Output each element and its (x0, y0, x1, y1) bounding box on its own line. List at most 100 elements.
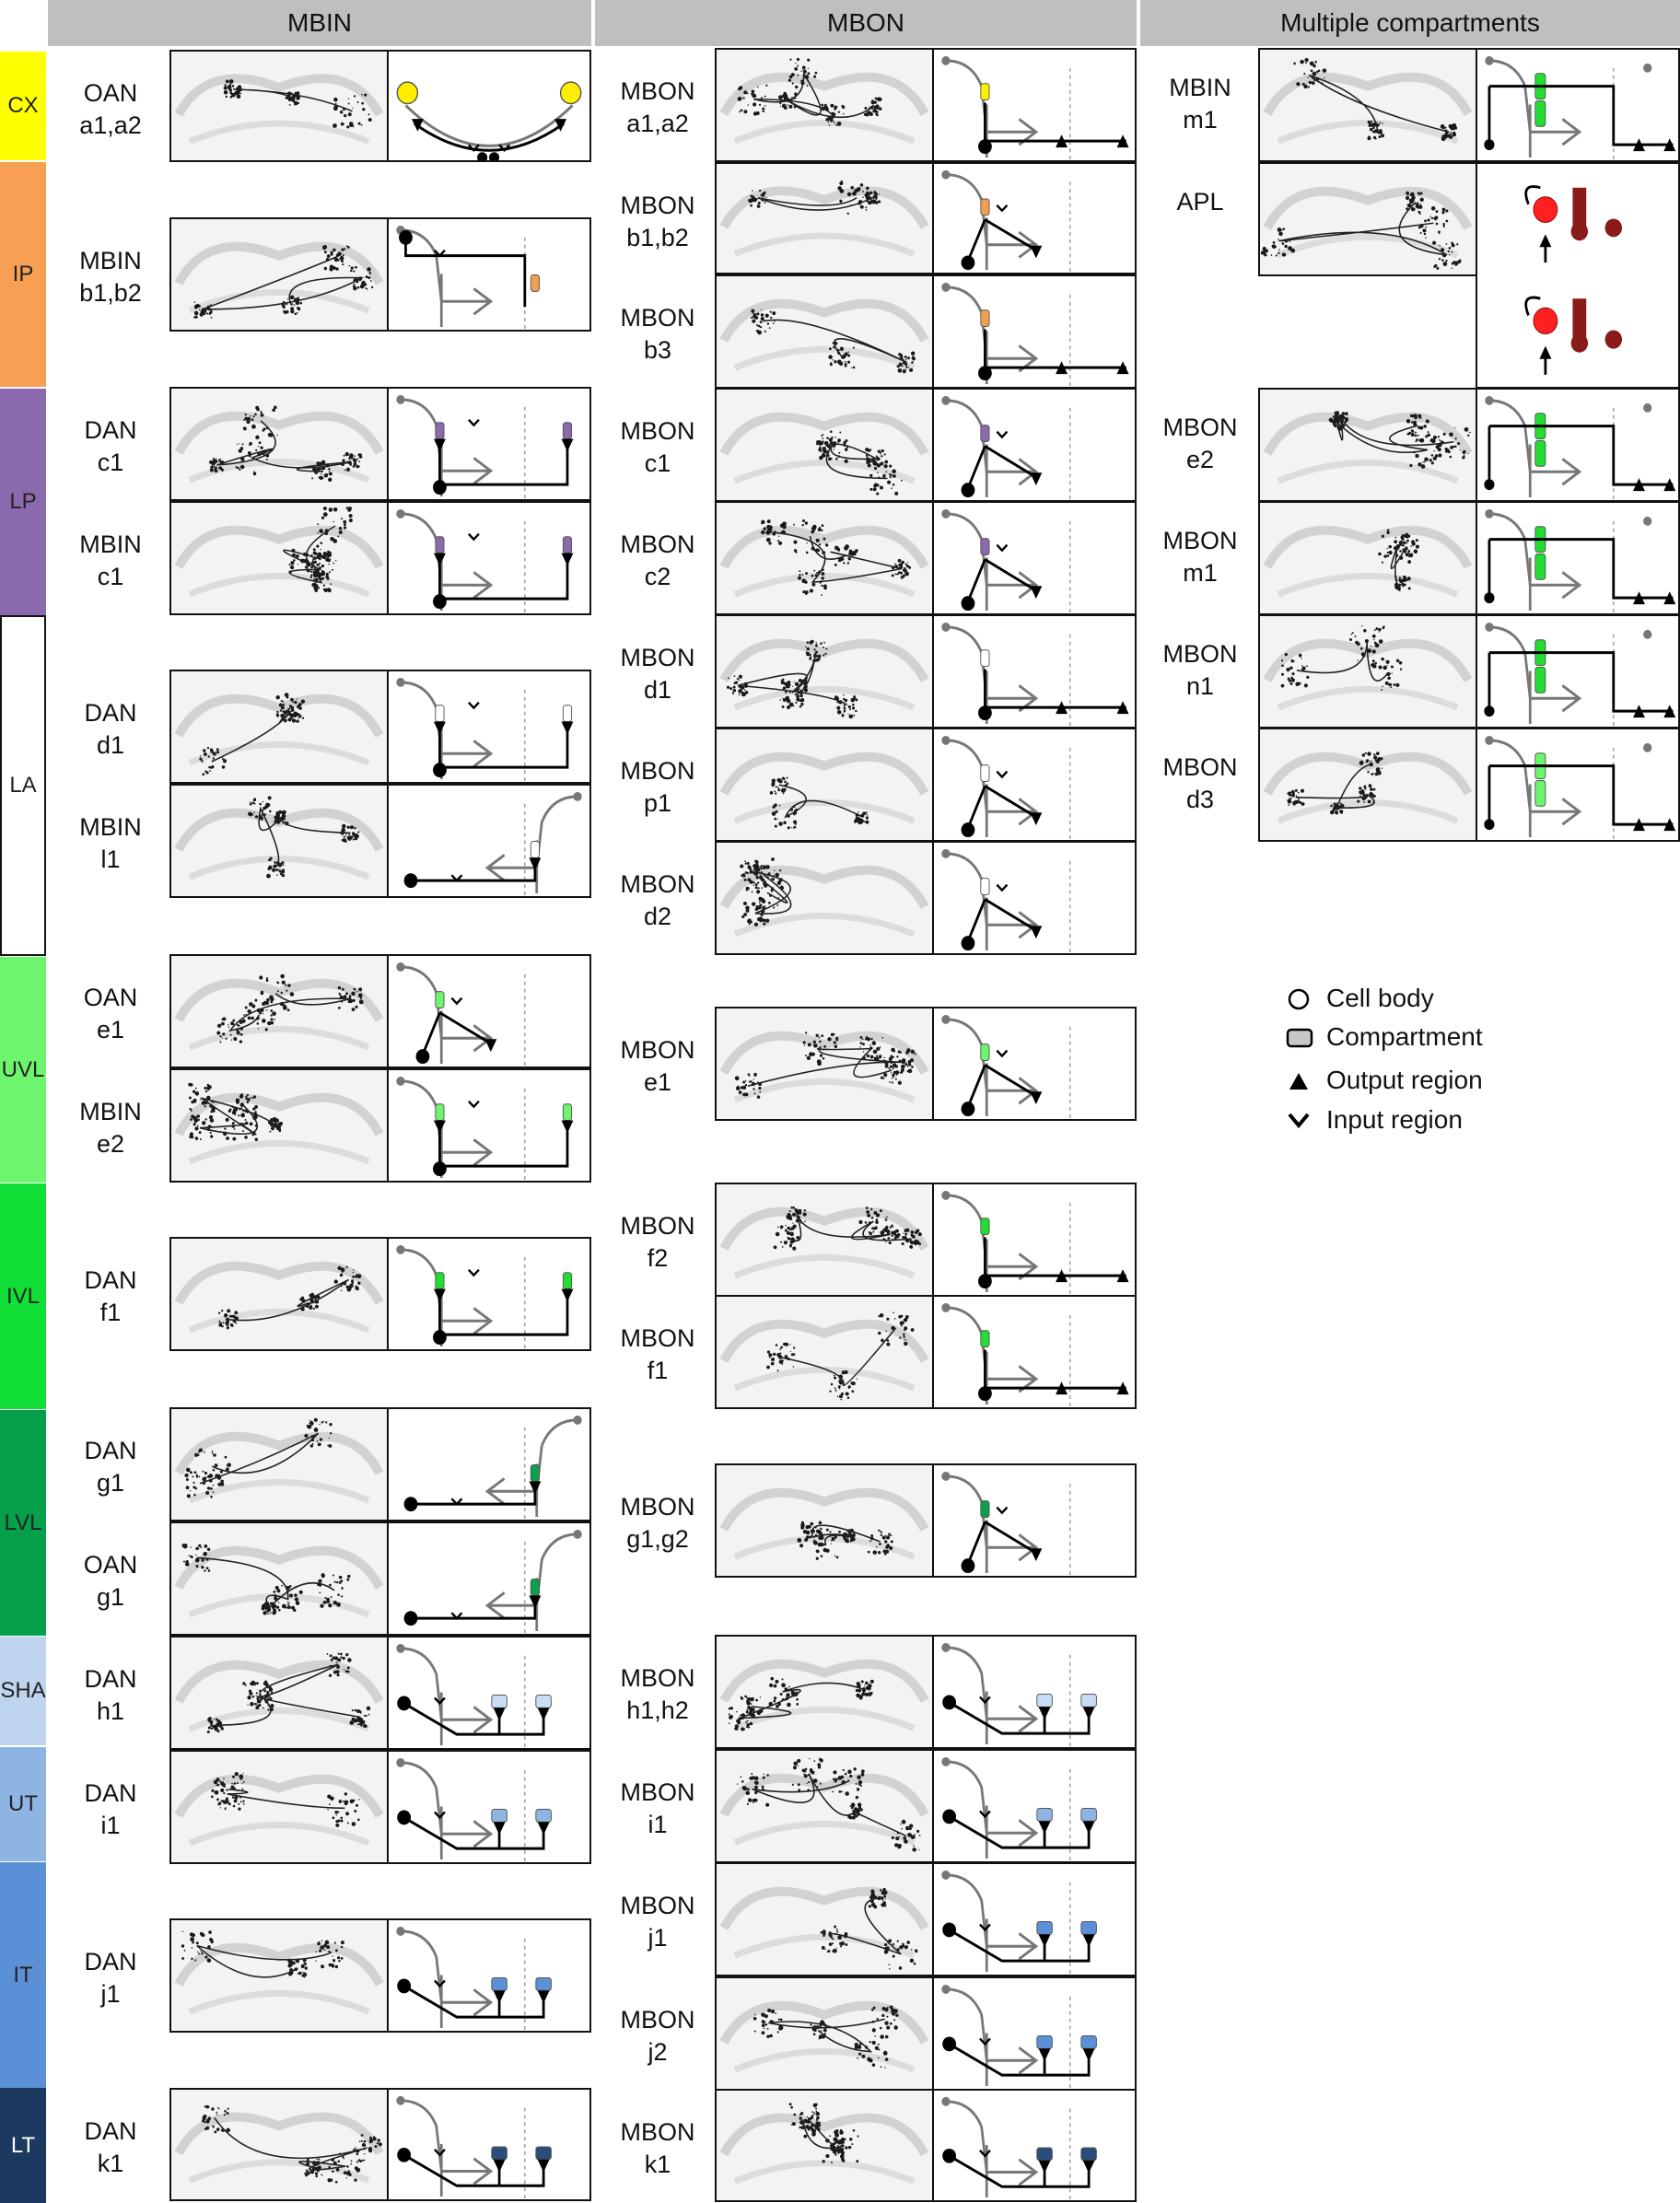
mbon-row-15-schematic (932, 1976, 1137, 2091)
mbin-row-13-micrograph (169, 1918, 389, 2033)
mbon-row-1-schematic-diagram (941, 169, 1071, 273)
mbin-row-2-micrograph-image (171, 389, 387, 499)
mbin-row-12-micrograph-image (171, 1752, 387, 1862)
mbon-row-3-micrograph (715, 388, 934, 502)
mbon-row-2-label: MBON b3 (595, 302, 720, 367)
mbin-row-1-schematic (387, 217, 591, 332)
mbin-row-2-schematic-diagram (396, 394, 574, 499)
mbon-row-14-schematic (932, 1862, 1137, 1976)
multi-row-3-type: MBON (1162, 527, 1238, 554)
multi-row-0-type: MBIN (1169, 74, 1231, 101)
mbin-row-5-schematic (387, 784, 591, 898)
mbon-row-10-micrograph (715, 1295, 934, 1409)
legend-chevron-icon (1288, 1113, 1310, 1129)
mbon-row-12-micrograph (715, 1635, 934, 1749)
mbon-row-16-micrograph (715, 2089, 934, 2202)
mbin-row-7-schematic (387, 1068, 591, 1183)
mbin-row-14-schematic (387, 2088, 591, 2201)
mbon-row-3-type: MBON (620, 417, 695, 445)
mbon-row-0-type: MBON (620, 77, 695, 105)
mbin-row-10-type: OAN (83, 1551, 138, 1579)
mbon-row-5-schematic-diagram (941, 622, 1129, 727)
mbon-row-6-micrograph-image (717, 729, 932, 840)
mbon-row-1-type: MBON (620, 192, 695, 219)
multi-row-5-type: MBON (1162, 753, 1238, 781)
mbon-row-4-schematic-diagram (941, 508, 1071, 613)
mbin-row-14-id: k1 (97, 2150, 124, 2177)
mbon-row-0-micrograph (715, 48, 934, 162)
mbin-row-6-schematic (387, 954, 591, 1068)
mbin-row-4-micrograph (169, 670, 389, 784)
mbin-row-11-type: DAN (84, 1665, 137, 1693)
mbon-row-8-type: MBON (620, 1036, 695, 1064)
apl-feedback-diagram (1524, 296, 1623, 375)
mbin-row-9-id: g1 (96, 1469, 125, 1497)
multi-row-3-id: m1 (1183, 559, 1218, 587)
mbin-row-0-type: OAN (83, 79, 138, 107)
mbon-row-2-id: b3 (643, 336, 672, 364)
mbin-row-0-micrograph-image (171, 52, 387, 160)
legend-item-chevron: Input region (1280, 1103, 1575, 1138)
mbin-row-3-id: c1 (97, 563, 124, 590)
mbin-row-11-schematic (387, 1636, 591, 1750)
mbin-row-10-id: g1 (96, 1583, 125, 1611)
mbin-row-1-micrograph-image (171, 219, 387, 330)
multi-row-0-schematic (1476, 48, 1680, 162)
mbon-row-5-micrograph (715, 614, 934, 729)
mbon-row-2-type: MBON (620, 304, 695, 332)
mbon-row-0-micrograph-image (717, 50, 932, 160)
multi-row-3-micrograph-image (1260, 503, 1476, 613)
mbin-row-0-schematic-diagram (396, 81, 582, 160)
legend-item-circle: Cell body (1280, 982, 1575, 1017)
mbon-row-7-id: d2 (643, 903, 672, 930)
mbon-row-7-schematic-diagram (941, 848, 1071, 953)
mbin-row-8-micrograph-image (171, 1239, 387, 1349)
mbon-row-12-schematic (932, 1635, 1137, 1749)
mbin-row-11-schematic-diagram (396, 1643, 552, 1748)
multi-row-4-micrograph-image (1260, 616, 1476, 727)
mbin-row-9-schematic-diagram (403, 1415, 582, 1520)
band-lvl: LVL (0, 1410, 46, 1636)
band-uvl: UVL (0, 957, 46, 1183)
mbon-row-1-micrograph (715, 162, 934, 274)
mbon-row-9-schematic-diagram (941, 1190, 1129, 1295)
mbon-row-16-type: MBON (620, 2118, 695, 2146)
multi-row-3-micrograph (1258, 501, 1477, 615)
mbon-row-12-schematic-diagram (941, 1642, 1097, 1747)
mbin-row-5-type: MBIN (79, 813, 142, 841)
band-sha: SHA (0, 1637, 46, 1745)
mbin-row-4-type: DAN (84, 699, 137, 727)
mbon-row-4-micrograph-image (717, 503, 932, 613)
mbin-row-8-schematic (387, 1237, 591, 1351)
mbon-row-3-micrograph-image (717, 390, 932, 500)
mbon-row-10-id: f1 (647, 1357, 669, 1384)
mbin-row-8-type: DAN (84, 1266, 137, 1294)
multi-row-1-label: APL (1140, 186, 1260, 218)
mbon-row-13-id: i1 (648, 1811, 668, 1838)
mbon-row-13-micrograph-image (717, 1751, 932, 1861)
mbin-row-4-label: DAN d1 (48, 697, 173, 762)
mbin-row-4-schematic (387, 670, 591, 784)
mbin-row-10-label: OAN g1 (48, 1549, 173, 1614)
mbin-row-4-id: d1 (96, 731, 125, 759)
mbon-row-8-micrograph (715, 1007, 934, 1121)
header-mbin: MBIN (48, 0, 591, 46)
mbon-row-13-schematic (932, 1749, 1137, 1863)
mbon-row-16-micrograph-image (717, 2091, 932, 2200)
mbon-row-16-schematic (932, 2089, 1137, 2202)
mbin-row-12-id: i1 (100, 1812, 121, 1839)
mbon-row-11-type: MBON (620, 1493, 695, 1521)
mbon-row-13-micrograph (715, 1749, 934, 1863)
mbon-row-6-id: p1 (643, 789, 672, 817)
multi-row-2-type: MBON (1162, 414, 1238, 441)
